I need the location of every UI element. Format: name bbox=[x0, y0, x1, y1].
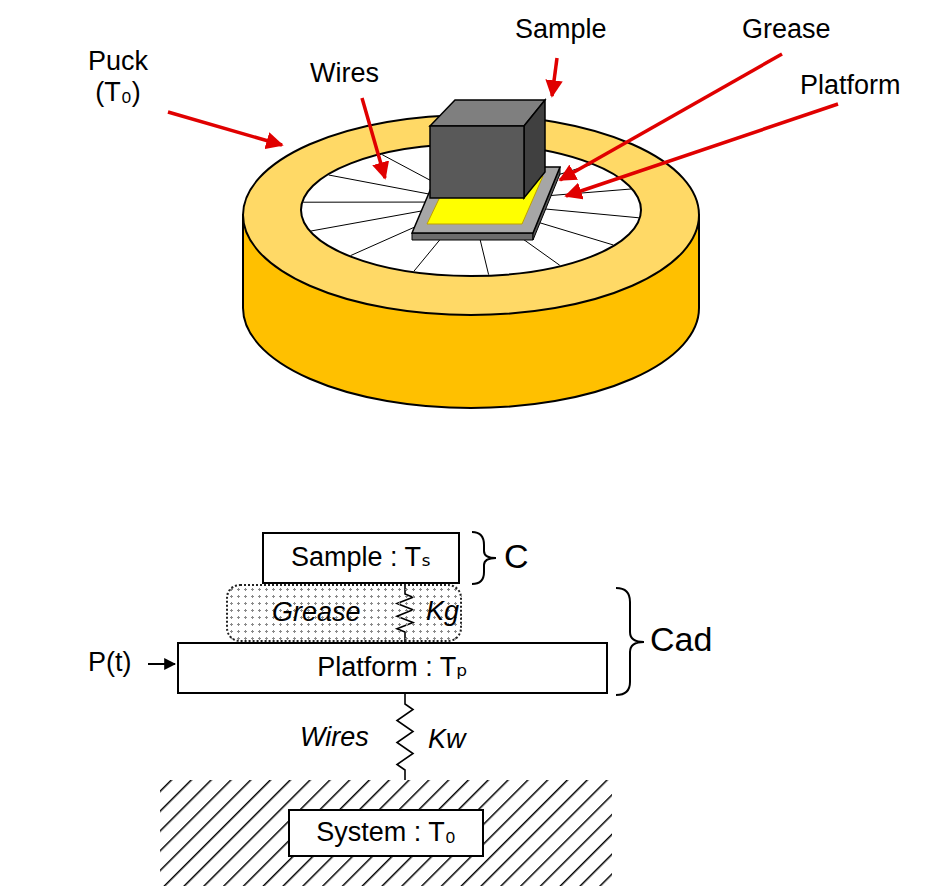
part-label: P(t) bbox=[88, 647, 132, 678]
part-label: Wires bbox=[300, 722, 369, 753]
brace bbox=[472, 532, 496, 584]
node-text: Grease bbox=[272, 597, 361, 628]
system-ground bbox=[160, 780, 612, 886]
puck bbox=[243, 115, 699, 408]
part-label: Cad bbox=[650, 620, 712, 659]
part-label: Wires bbox=[310, 58, 379, 89]
spring-connector bbox=[397, 694, 413, 780]
part-label: Kg bbox=[426, 596, 459, 627]
node-text: Sample : Tₛ bbox=[291, 542, 431, 573]
sample-box: Sample : Tₛ bbox=[262, 532, 460, 584]
part-label: Kw bbox=[428, 724, 466, 755]
power-arrow bbox=[148, 663, 175, 665]
part-label: Puck (T₀) bbox=[78, 46, 158, 108]
part-label: Grease bbox=[742, 14, 831, 45]
callout-arrows bbox=[168, 54, 838, 196]
brace bbox=[616, 588, 644, 695]
system-box: System : T₀ bbox=[160, 780, 612, 886]
part-label: C bbox=[504, 537, 529, 576]
part-label: Sample bbox=[515, 14, 607, 45]
part-label: Platform bbox=[800, 70, 901, 101]
node-text: System : T₀ bbox=[288, 809, 484, 856]
node-text: Platform : Tₚ bbox=[317, 652, 468, 683]
sample-block bbox=[430, 100, 545, 198]
platform-box: Platform : Tₚ bbox=[177, 642, 608, 694]
